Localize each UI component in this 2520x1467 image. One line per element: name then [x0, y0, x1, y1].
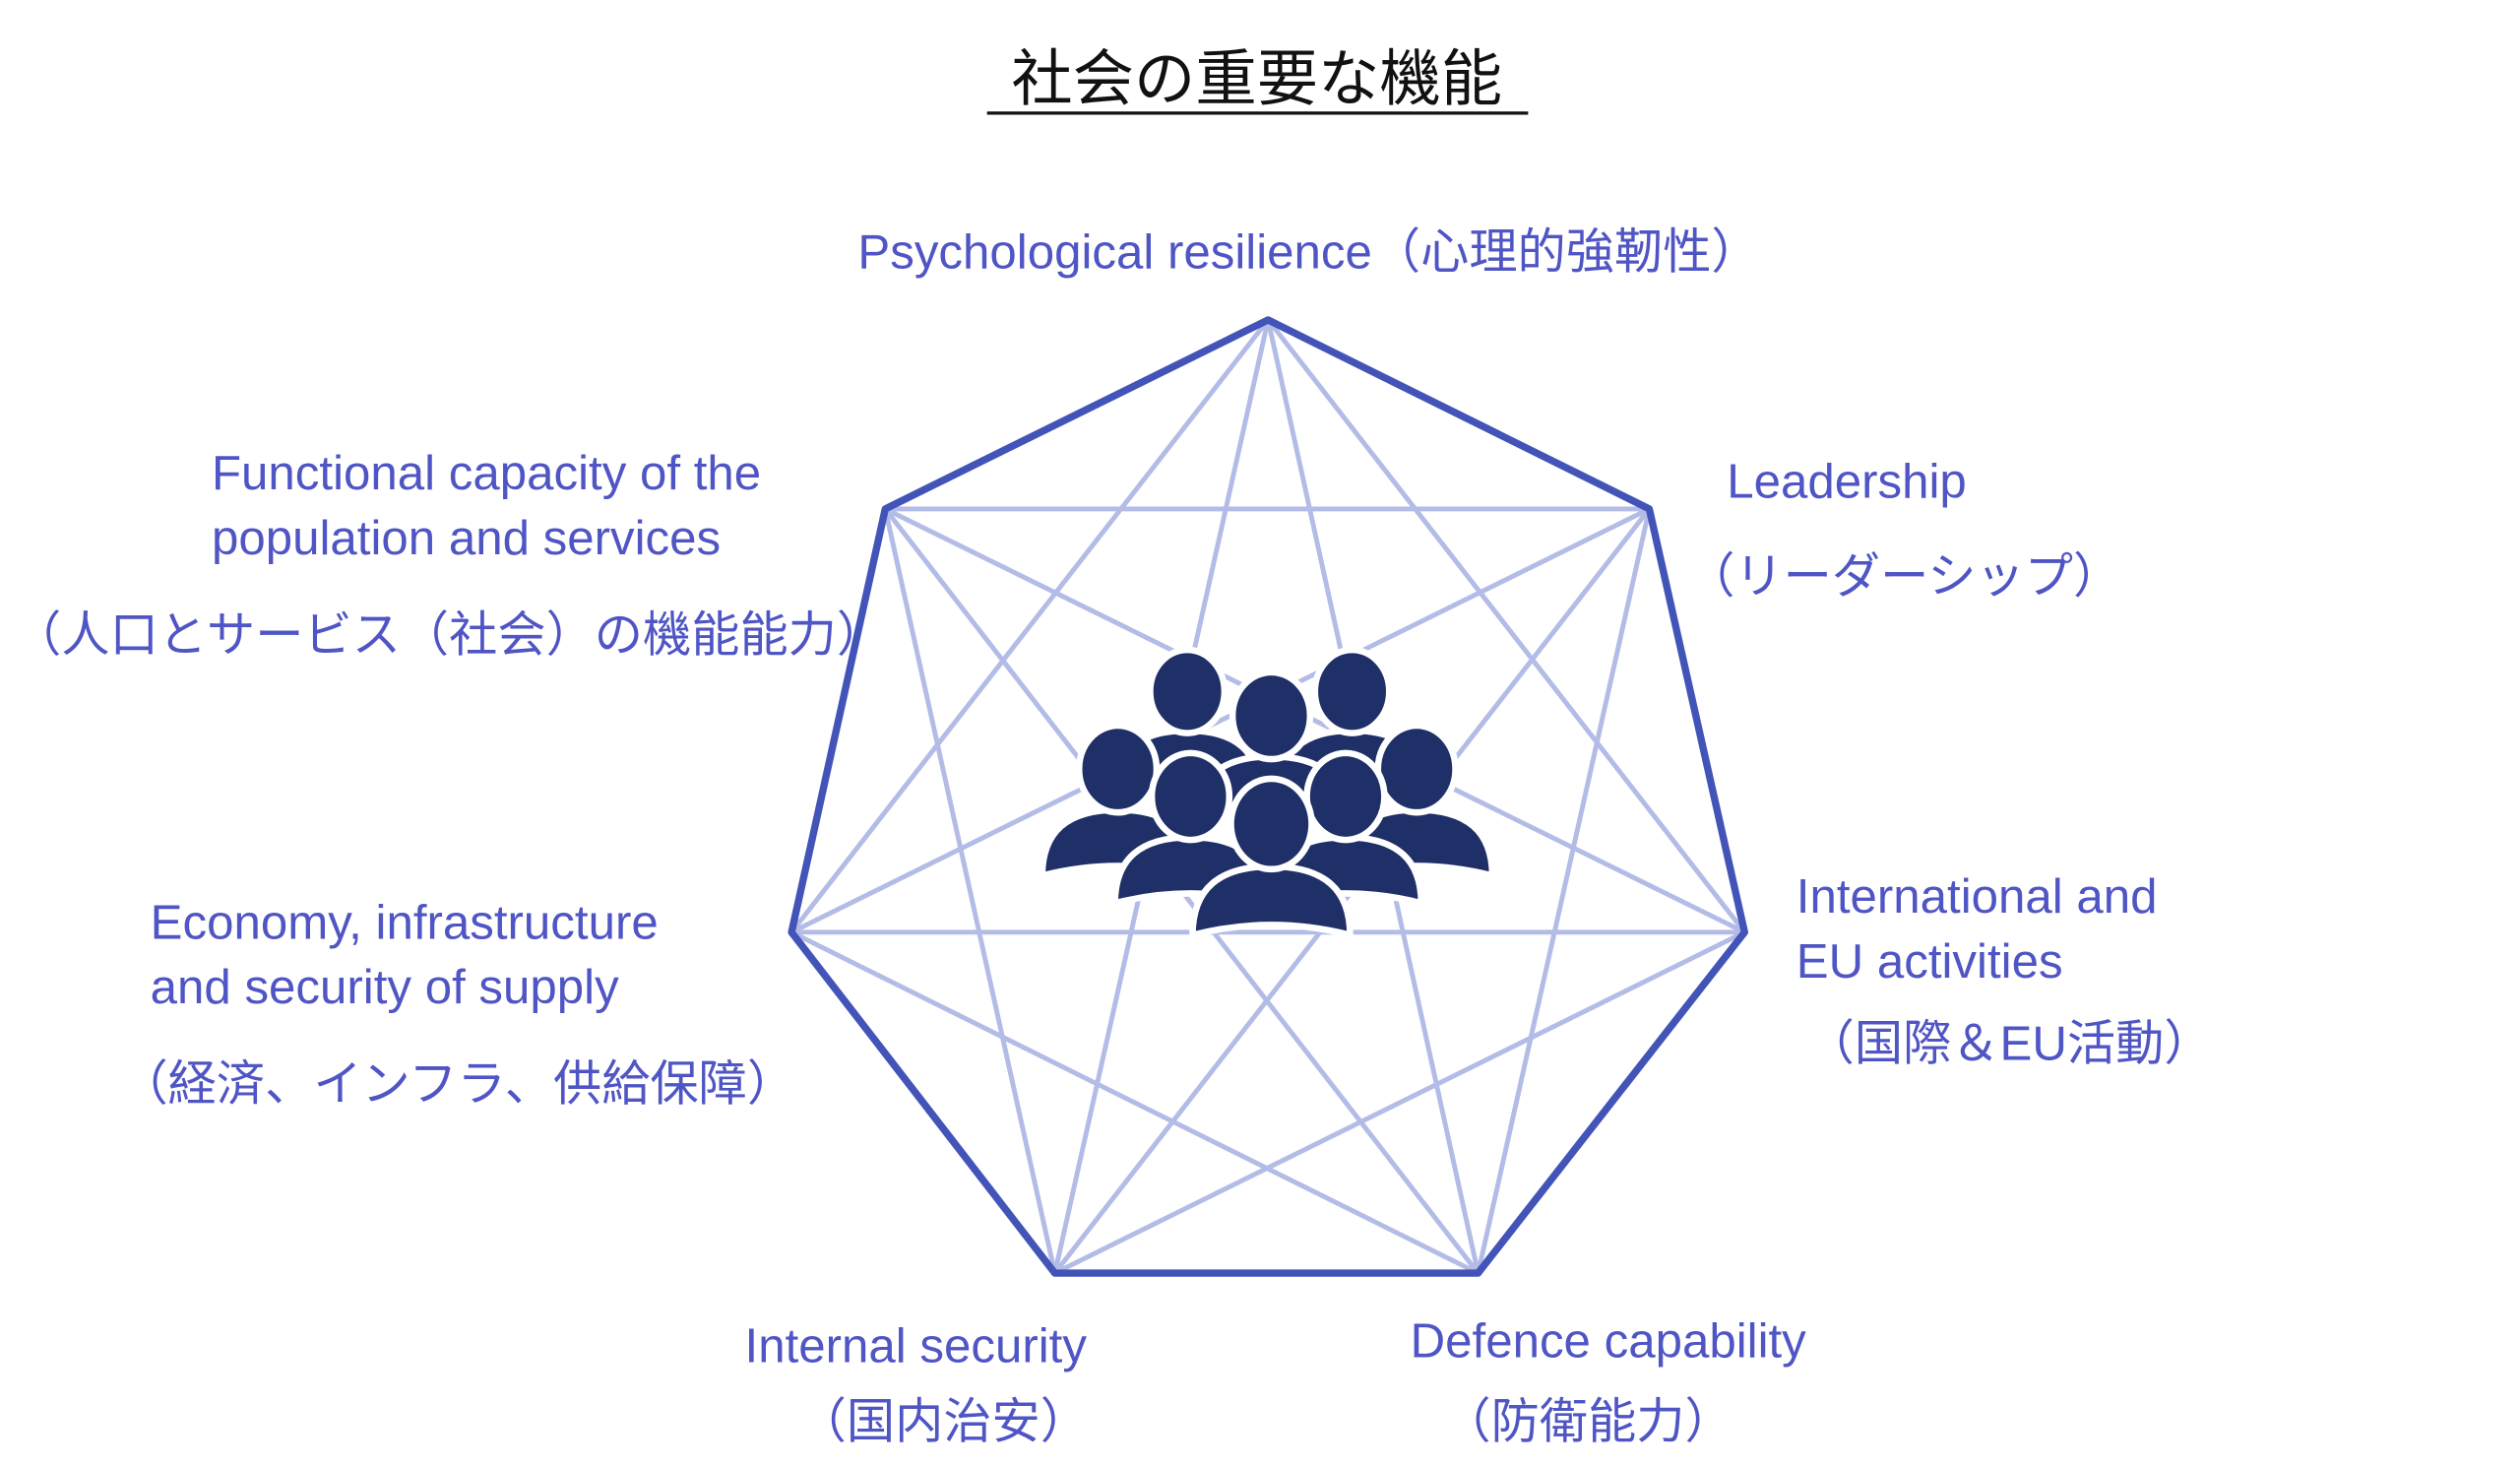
diagonal-line — [1476, 508, 1652, 1274]
person-icon — [1189, 775, 1354, 939]
label-line: population and services — [212, 511, 721, 565]
label-line: EU activities — [1796, 934, 2063, 989]
heptagon-outline — [788, 316, 1748, 1277]
diagonal-line — [882, 508, 1057, 1274]
diagonal-line — [789, 318, 1271, 934]
label-line: （国際＆EU活動） — [1806, 1016, 2213, 1070]
diagonal-line — [790, 929, 1480, 1276]
label-line: and security of supply — [151, 960, 619, 1014]
diagonal-line — [1053, 929, 1746, 1276]
diagonal-line — [1266, 318, 1747, 934]
diagram-title: 社会の重要な機能 — [1011, 43, 1502, 115]
label-line: （経済、インフラ、供給保障） — [119, 1057, 795, 1112]
label-line: Economy, infrastructure — [151, 895, 659, 949]
label-international-eu: International and EU activities （国際＆EU活動… — [1796, 869, 2213, 1070]
diagonal-line — [790, 506, 1651, 935]
label-psychological-resilience: Psychological resilience（心理的強靭性） — [857, 224, 1759, 279]
label-internal-security: Internal security （国内治安） — [745, 1318, 1089, 1448]
label-line: （防衛能力） — [1442, 1394, 1732, 1448]
label-line: （国内治安） — [798, 1394, 1089, 1448]
label-line: （リーダーシップ） — [1686, 549, 2121, 604]
label-line: Psychological resilience（心理的強靭性） — [857, 224, 1759, 279]
label-line: Leadership — [1727, 454, 1967, 508]
label-functional-capacity: Functional capacity of the population an… — [13, 446, 885, 662]
label-economy-infrastructure: Economy, infrastructure and security of … — [119, 895, 795, 1111]
label-defence-capability: Defence capability （防衛能力） — [1411, 1313, 1807, 1448]
label-leadership: Leadership （リーダーシップ） — [1686, 454, 2121, 604]
label-line: Defence capability — [1411, 1313, 1807, 1368]
label-line: International and — [1796, 869, 2158, 924]
label-line: Internal security — [745, 1318, 1088, 1372]
label-line: Functional capacity of the — [212, 446, 761, 500]
people-group-icon — [1039, 646, 1496, 939]
diagonal-line — [884, 506, 1746, 935]
label-line: （人口とサービス（社会）の機能能力） — [13, 607, 885, 662]
